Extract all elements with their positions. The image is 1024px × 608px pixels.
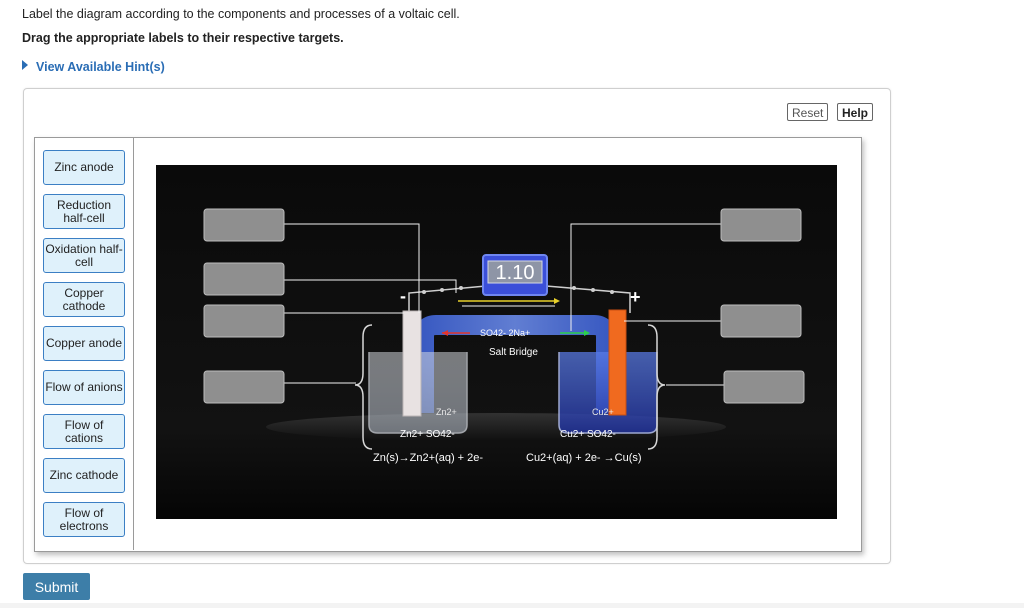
target-left-2[interactable] bbox=[203, 262, 285, 296]
voltmeter-display bbox=[487, 260, 543, 284]
instruction-text: Label the diagram according to the compo… bbox=[22, 7, 460, 21]
label-flow-of-anions[interactable]: Flow of anions bbox=[43, 370, 125, 405]
voltmeter-reading: 1.10 bbox=[496, 262, 535, 284]
label-zinc-cathode[interactable]: Zinc cathode bbox=[43, 458, 125, 493]
copper-electrode bbox=[608, 309, 627, 416]
help-button[interactable]: Help bbox=[837, 103, 874, 121]
instruction-drag-text: Drag the appropriate labels to their res… bbox=[22, 31, 344, 45]
label-reduction-half-cell[interactable]: Reduction half-cell bbox=[43, 194, 125, 229]
hints-label: View Available Hint(s) bbox=[36, 60, 165, 74]
salt-bridge-label: Salt Bridge bbox=[489, 347, 538, 358]
hints-toggle[interactable]: View Available Hint(s) bbox=[22, 60, 165, 74]
bridge-ions-label: SO42- 2Na+ bbox=[480, 328, 530, 338]
anion-arrow-head bbox=[442, 330, 448, 336]
caret-right-icon bbox=[22, 60, 28, 70]
target-left-3[interactable] bbox=[203, 304, 285, 338]
submit-button[interactable]: Submit bbox=[23, 573, 90, 600]
target-left-1[interactable] bbox=[203, 208, 285, 242]
left-solution-label: Zn2+ SO42- bbox=[400, 429, 455, 440]
reset-button[interactable]: Reset bbox=[787, 103, 829, 121]
negative-sign: - bbox=[400, 286, 406, 306]
label-copper-cathode[interactable]: Copper cathode bbox=[43, 282, 125, 317]
target-right-1[interactable] bbox=[720, 208, 802, 242]
workspace-divider bbox=[133, 138, 134, 550]
drop-targets bbox=[203, 208, 805, 404]
target-right-2[interactable] bbox=[720, 304, 802, 338]
right-solution-label: Cu2+ SO42- bbox=[560, 429, 616, 440]
target-left-4[interactable] bbox=[203, 370, 285, 404]
label-oxidation-half-cell[interactable]: Oxidation half-cell bbox=[43, 238, 125, 273]
label-flow-of-cations[interactable]: Flow of cations bbox=[43, 414, 125, 449]
right-beaker bbox=[558, 352, 658, 434]
cation-arrow-head bbox=[584, 330, 590, 336]
voltaic-cell-diagram: 1.10 - + SO42- 2Na+ Salt Bridge Zn2+ Zn2… bbox=[156, 165, 837, 519]
electron-arrow-head bbox=[554, 298, 560, 304]
left-half-cell-brace bbox=[354, 324, 373, 450]
zinc-electrode bbox=[402, 310, 422, 417]
zinc-ion-label: Zn2+ bbox=[436, 407, 457, 417]
salt-bridge bbox=[414, 315, 616, 413]
right-half-cell-brace bbox=[647, 324, 666, 450]
page-footer-strip bbox=[0, 603, 1024, 608]
label-zinc-anode[interactable]: Zinc anode bbox=[43, 150, 125, 185]
copper-ion-label: Cu2+ bbox=[592, 407, 614, 417]
label-copper-anode[interactable]: Copper anode bbox=[43, 326, 125, 361]
leader-lines bbox=[284, 223, 724, 386]
label-flow-of-electrons[interactable]: Flow of electrons bbox=[43, 502, 125, 537]
oxidation-equation: Zn(s)→Zn2+(aq) + 2e- bbox=[373, 452, 483, 464]
question-panel bbox=[23, 88, 891, 564]
positive-sign: + bbox=[630, 287, 641, 307]
target-right-3[interactable] bbox=[723, 370, 805, 404]
electron-markers bbox=[422, 286, 614, 294]
reduction-equation: Cu2+(aq) + 2e- →Cu(s) bbox=[526, 452, 642, 464]
